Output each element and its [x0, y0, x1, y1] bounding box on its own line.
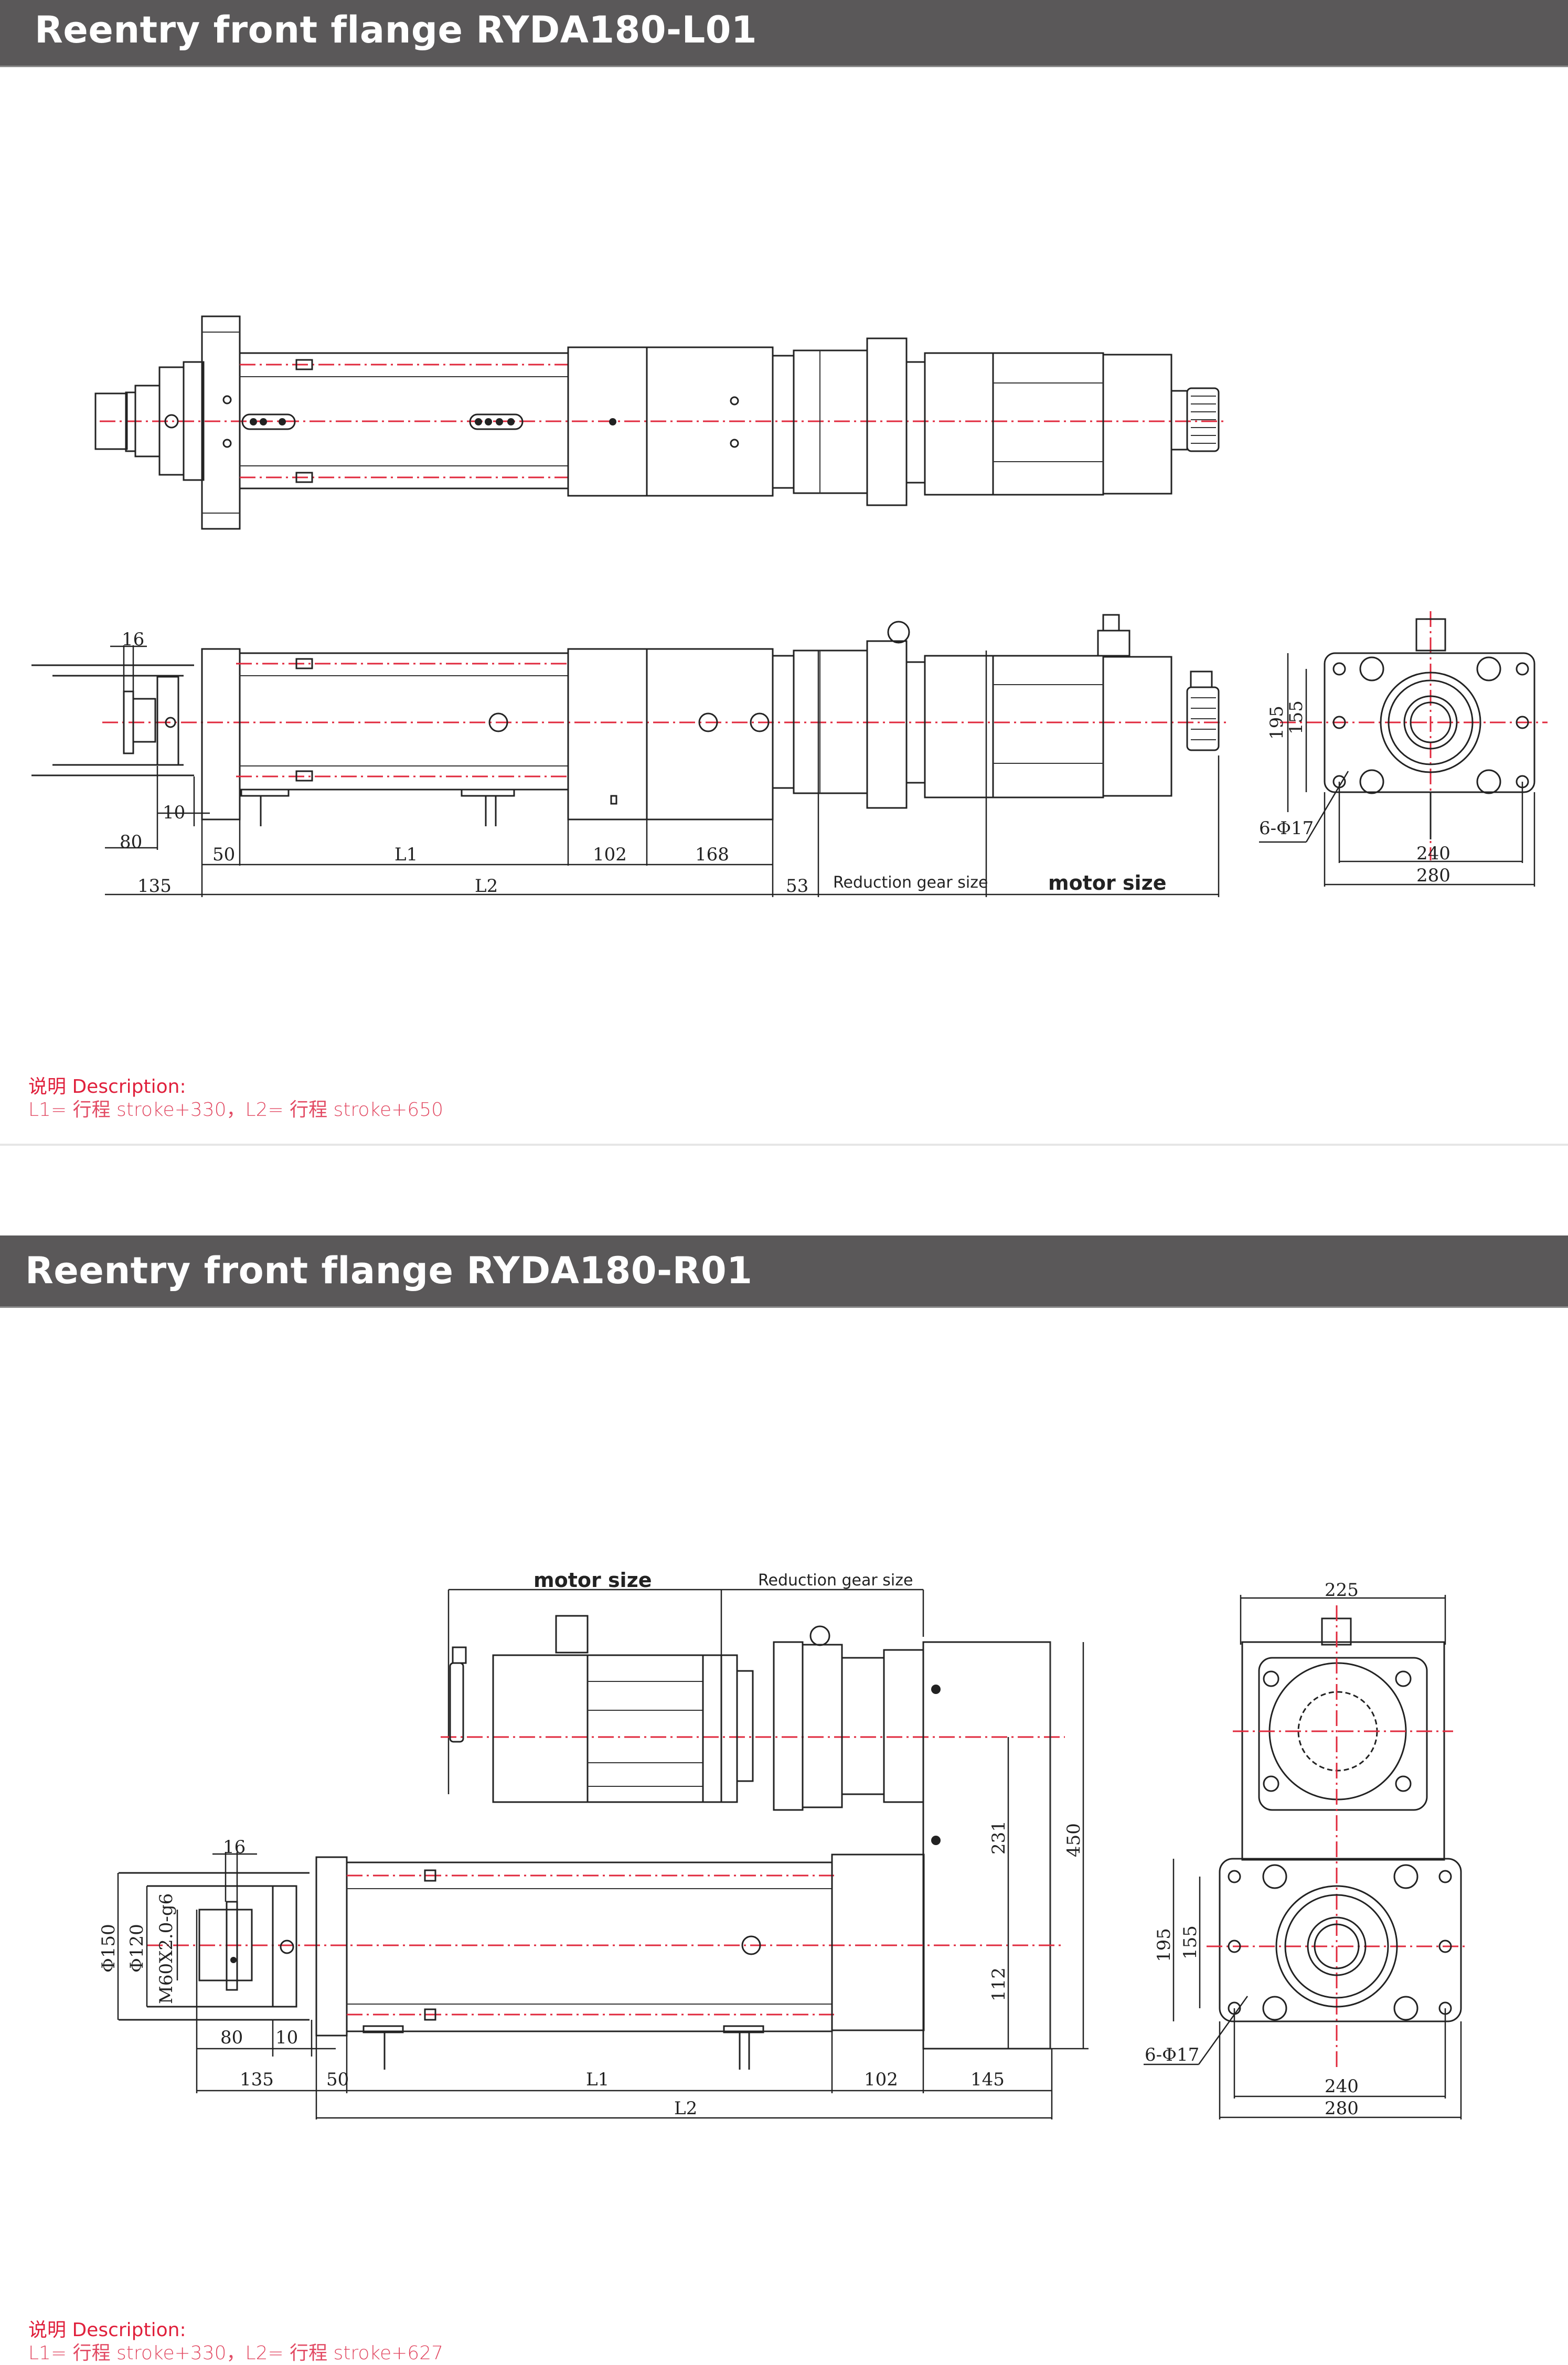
lower-cylinder: [119, 1853, 1062, 2070]
svg-text:16: 16: [122, 629, 144, 650]
section-title: Reentry front flange RYDA180-R01: [25, 1249, 753, 1292]
section-divider: [0, 1144, 1568, 1146]
svg-text:Reduction gear size: Reduction gear size: [758, 1571, 913, 1590]
upper-motor-assembly: [441, 1615, 1065, 1811]
svg-text:225: 225: [1325, 1580, 1359, 1601]
svg-text:6-Φ17: 6-Φ17: [1145, 2044, 1199, 2065]
description-l01: 说明 Description: L1= 行程 stroke+330，L2= 行程…: [28, 1075, 443, 1122]
svg-text:M60X2.0-g6: M60X2.0-g6: [156, 1893, 177, 2004]
svg-text:280: 280: [1416, 865, 1450, 886]
description-heading: 说明 Description:: [28, 1076, 186, 1098]
section-header-l01: Reentry front flange RYDA180-L01: [0, 0, 1568, 67]
svg-text:motor size: motor size: [1048, 871, 1166, 894]
description-text: L1= 行程 stroke+330，L2= 行程 stroke+627: [28, 2342, 444, 2364]
svg-text:168: 168: [695, 844, 729, 865]
svg-text:135: 135: [137, 876, 172, 897]
svg-text:L1: L1: [394, 844, 418, 865]
svg-text:16: 16: [223, 1837, 246, 1858]
svg-text:450: 450: [1063, 1823, 1084, 1857]
rear-block: [922, 1641, 1051, 2050]
svg-text:L2: L2: [674, 2098, 697, 2119]
svg-text:50: 50: [212, 844, 235, 865]
encoder-fins: [1186, 387, 1220, 452]
end-view-dimensions: 195 155 6-Φ17 240 280: [1259, 653, 1535, 887]
svg-text:240: 240: [1325, 2076, 1359, 2097]
svg-text:6-Φ17: 6-Φ17: [1259, 818, 1314, 839]
svg-text:231: 231: [988, 1820, 1009, 1855]
side-view: [31, 614, 1228, 826]
description-r01: 说明 Description: L1= 行程 stroke+330，L2= 行程…: [28, 2319, 443, 2365]
lower-dimensions: 16 Φ150 Φ120 M60X2.0-g6 80 10 135 50 L1 …: [98, 1642, 1089, 2119]
svg-text:80: 80: [120, 832, 142, 853]
drawing-rdya180-l01: 16 10 80 50 L1 102 168 135 L2 53 Reducti…: [31, 315, 1548, 897]
svg-text:Φ120: Φ120: [126, 1924, 147, 1973]
svg-text:Reduction gear size: Reduction gear size: [833, 873, 988, 892]
svg-text:195: 195: [1154, 1928, 1175, 1962]
svg-text:112: 112: [988, 1967, 1009, 2001]
upper-dimensions: motor size Reduction gear size: [447, 1569, 924, 1794]
end-view: [1280, 611, 1548, 860]
svg-text:10: 10: [275, 2027, 298, 2048]
svg-text:50: 50: [326, 2069, 349, 2090]
plan-view: [94, 315, 1228, 530]
svg-text:L1: L1: [586, 2069, 609, 2090]
svg-text:53: 53: [786, 876, 808, 897]
svg-text:240: 240: [1416, 843, 1450, 864]
svg-text:102: 102: [593, 844, 627, 865]
svg-text:145: 145: [970, 2069, 1005, 2090]
section-title: Reentry front flange RYDA180-L01: [35, 8, 758, 51]
svg-text:155: 155: [1286, 700, 1307, 734]
side-view-dimensions: 16 10 80 50 L1 102 168 135 L2 53 Reducti…: [105, 629, 1220, 897]
svg-text:Φ150: Φ150: [98, 1924, 119, 1973]
description-heading: 说明 Description:: [28, 2319, 186, 2341]
svg-text:L2: L2: [475, 876, 498, 897]
svg-text:motor size: motor size: [534, 1569, 652, 1592]
svg-text:155: 155: [1180, 1925, 1201, 1959]
section-header-r01: Reentry front flange RYDA180-R01: [0, 1235, 1568, 1308]
svg-text:102: 102: [864, 2069, 898, 2090]
svg-text:280: 280: [1325, 2098, 1359, 2119]
svg-text:195: 195: [1266, 706, 1287, 740]
end-view-r01: 225 195 155 6-Φ17 240 280: [1144, 1580, 1469, 2119]
svg-text:135: 135: [240, 2069, 274, 2090]
svg-text:80: 80: [220, 2027, 243, 2048]
svg-text:10: 10: [163, 802, 185, 823]
description-text: L1= 行程 stroke+330，L2= 行程 stroke+650: [28, 1099, 444, 1121]
